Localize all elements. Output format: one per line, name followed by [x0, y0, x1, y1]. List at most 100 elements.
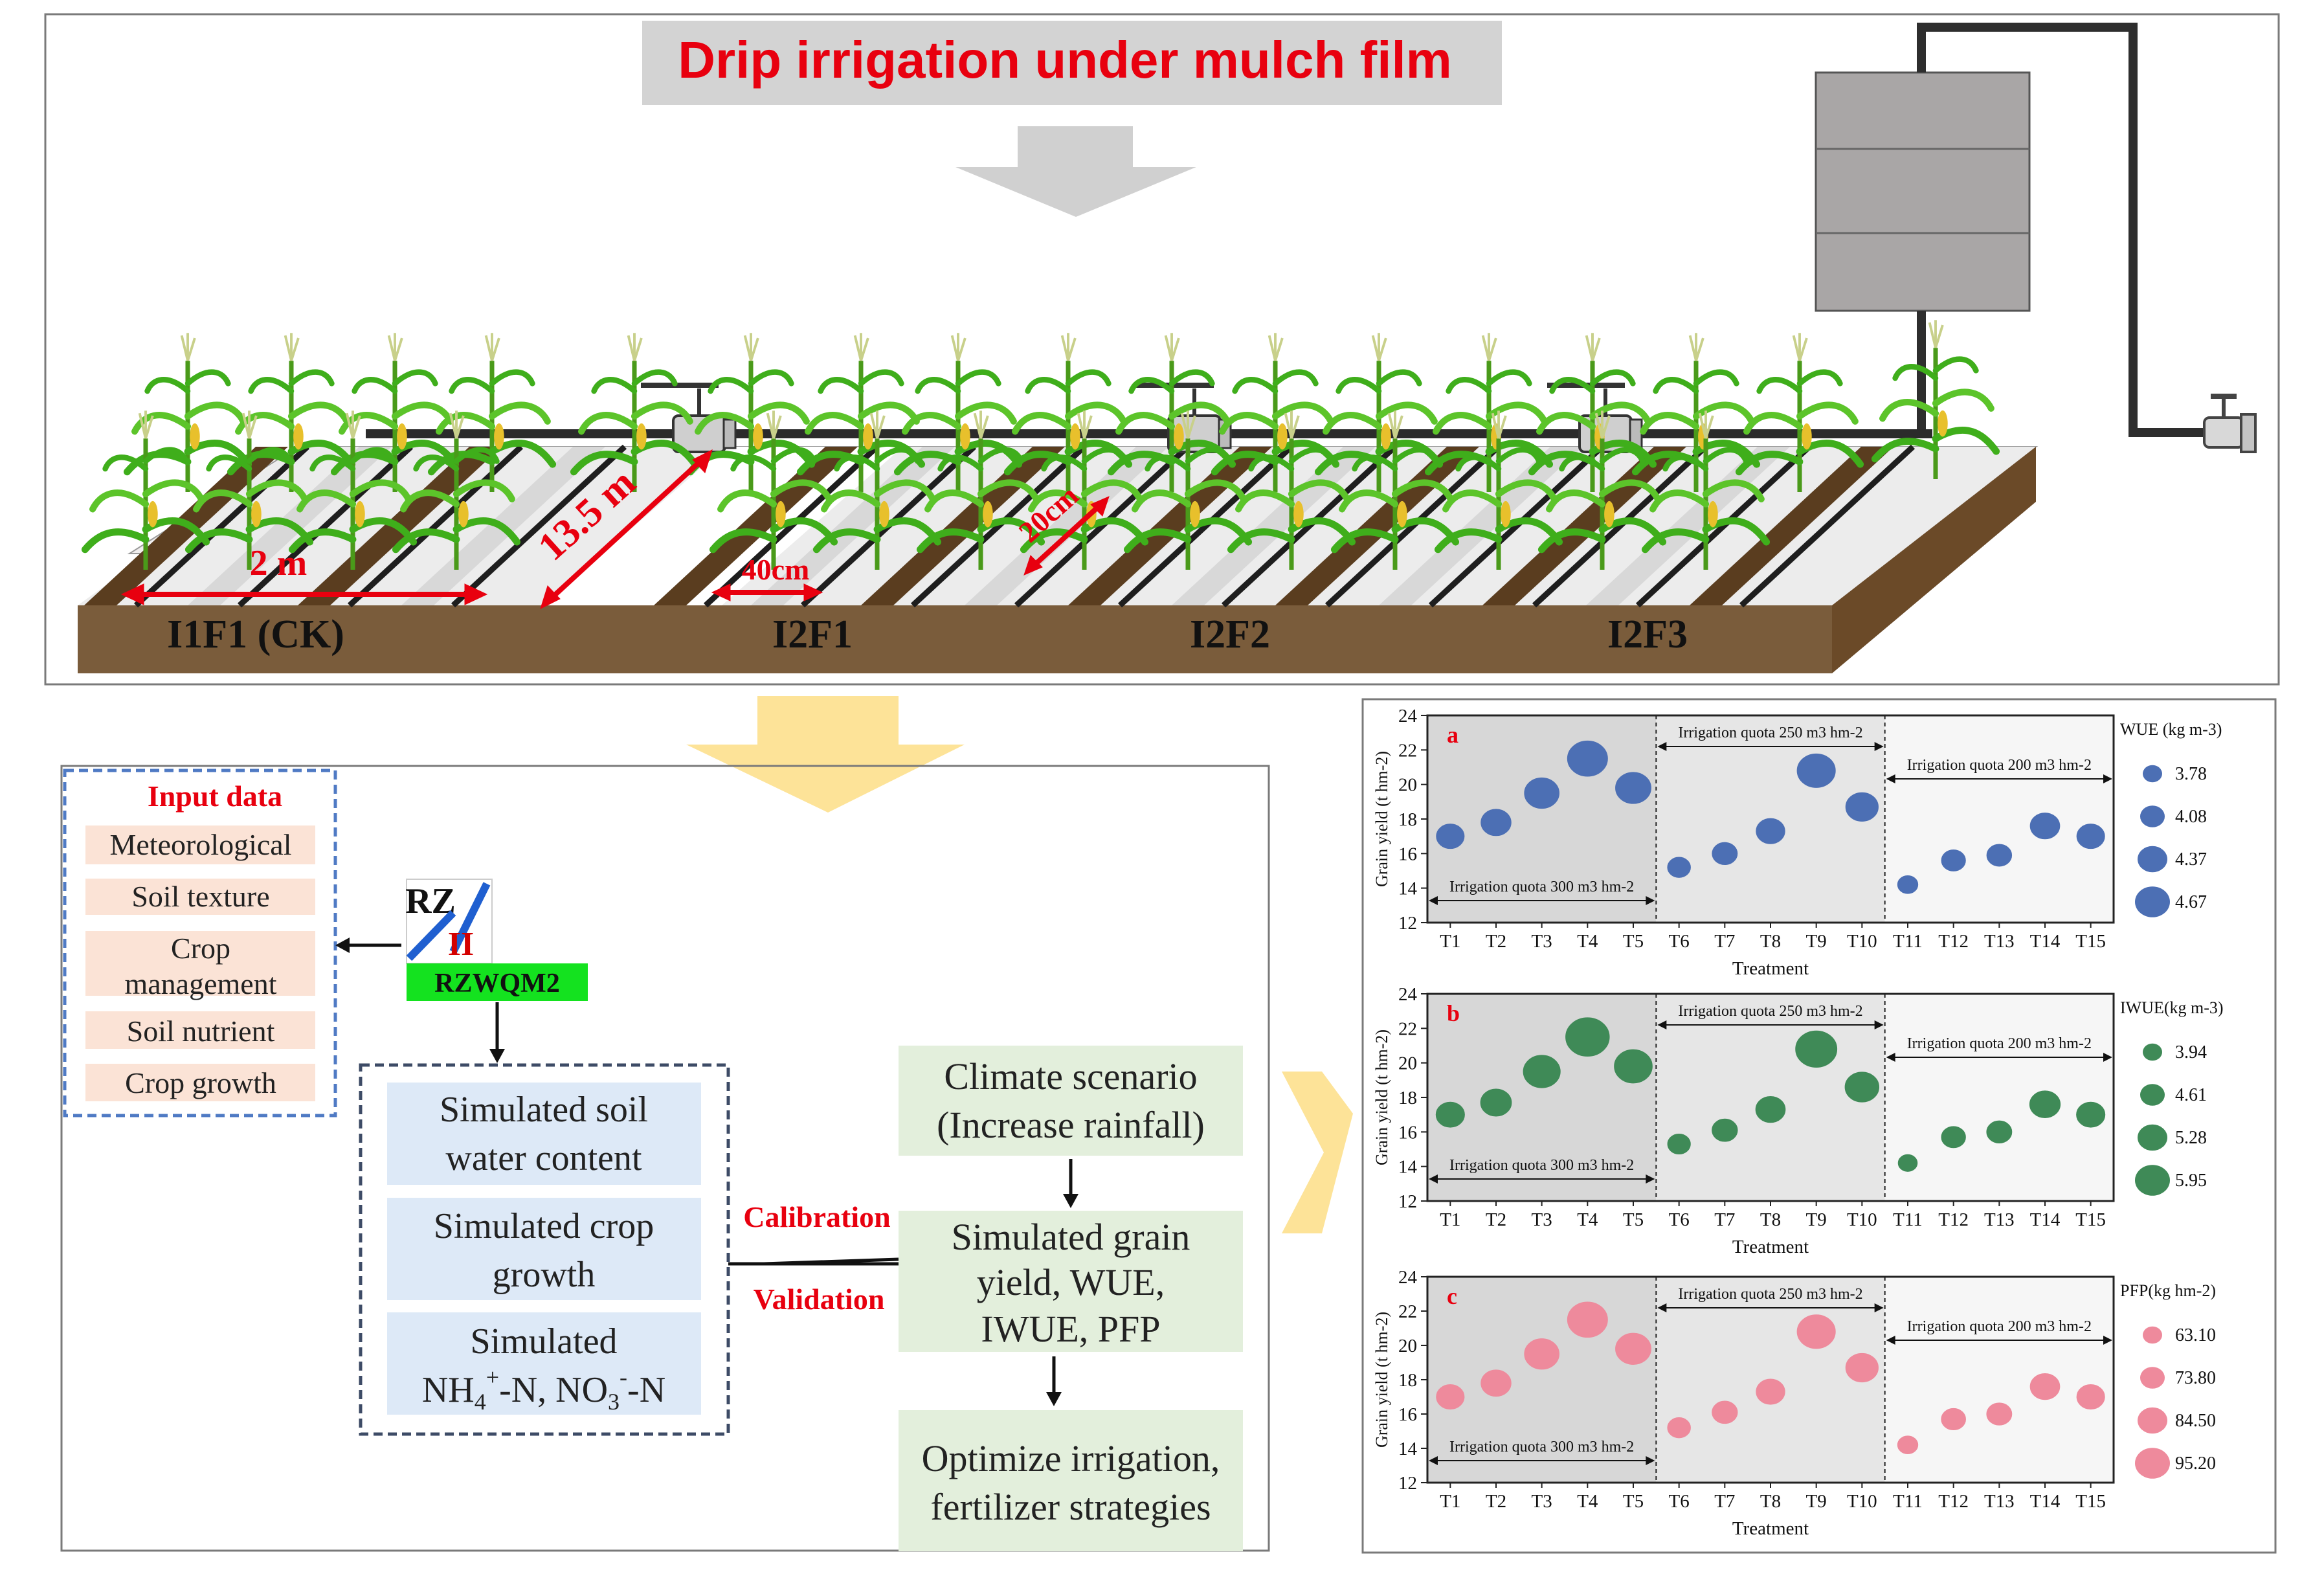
size-legend-marker	[2135, 1448, 2170, 1479]
mulch-furrow	[1379, 447, 1583, 605]
group-label: Irrigation quota 250 m3 hm-2	[1678, 1286, 1862, 1303]
data-point	[1845, 792, 1879, 822]
y-tick-label: 14	[1398, 1157, 1418, 1178]
group-span-arrow	[1646, 1456, 1655, 1465]
mulch-furrow	[1482, 447, 1686, 605]
y-tick-label: 20	[1398, 1053, 1417, 1074]
x-tick-label: T15	[2075, 1491, 2106, 1512]
x-tick-label: T1	[1440, 931, 1460, 952]
sim-crop-growth-line1: Simulated crop	[434, 1206, 654, 1246]
size-legend-marker	[2138, 1124, 2167, 1151]
size-legend-marker	[2135, 886, 2170, 917]
y-tick-label: 14	[1398, 879, 1418, 899]
sim-soil-water-line2: water content	[445, 1138, 642, 1178]
x-tick-label: T9	[1806, 1209, 1827, 1230]
data-point	[1436, 824, 1465, 849]
dim-2m: 2 m	[250, 543, 307, 583]
x-tick-label: T9	[1806, 1491, 1827, 1512]
calibration-label: Calibration	[743, 1200, 890, 1233]
group-label: Irrigation quota 200 m3 hm-2	[1907, 1318, 2092, 1335]
sim-nitrogen-line2: NH4+-N, NO3--N	[422, 1364, 665, 1415]
x-tick-label: T6	[1669, 1209, 1690, 1230]
drip-tape	[1221, 444, 1398, 608]
group-span-arrow	[2103, 774, 2112, 783]
data-point	[1897, 1154, 1918, 1172]
group-span-arrow	[1657, 1303, 1667, 1312]
x-tick-label: T6	[1669, 1491, 1690, 1512]
data-point	[1667, 857, 1691, 878]
optimize-box	[899, 1410, 1243, 1551]
main-title: Drip irrigation under mulch film	[678, 31, 1452, 89]
size-legend-marker	[2140, 805, 2165, 827]
y-tick-label: 22	[1398, 740, 1417, 761]
input-soil-texture	[85, 879, 315, 915]
data-point	[2029, 1090, 2061, 1118]
x-tick-label: T14	[2030, 1209, 2061, 1230]
input-soil-nutrient-label: Soil nutrient	[127, 1015, 275, 1048]
sim-soil-water-line1: Simulated soil	[440, 1090, 648, 1130]
data-point	[2029, 1373, 2061, 1400]
drip-tape	[1532, 444, 1708, 608]
mulch-furrow	[1586, 447, 1790, 605]
group-bg	[1884, 1277, 2114, 1483]
x-tick-label: T1	[1440, 1209, 1460, 1230]
group-span-arrow	[1657, 742, 1667, 751]
data-point	[1567, 740, 1608, 777]
size-legend-label: 73.80	[2175, 1368, 2216, 1388]
climate-line1: Climate scenario	[944, 1055, 1197, 1097]
dim-40cm: 40cm	[742, 553, 810, 586]
data-point	[1524, 777, 1559, 809]
drip-tape	[910, 444, 1087, 608]
x-tick-label: T14	[2030, 931, 2061, 952]
y-tick-label: 16	[1398, 1404, 1417, 1425]
drip-tape	[1635, 444, 1812, 608]
input-data-title: Input data	[148, 780, 282, 813]
rzwqm2-label: RZWQM2	[434, 969, 560, 998]
treatment-label-i2f3: I2F3	[1607, 612, 1688, 657]
data-point	[1796, 1314, 1836, 1349]
climate-line2: (Increase rainfall)	[937, 1104, 1205, 1146]
arrowhead-climate	[1063, 1194, 1078, 1208]
size-legend-label: 3.78	[2175, 764, 2207, 784]
size-legend-marker	[2143, 1326, 2162, 1344]
y-tick-label: 18	[1398, 1370, 1417, 1391]
x-tick-label: T10	[1847, 1209, 1877, 1230]
y-tick-label: 14	[1398, 1439, 1418, 1459]
y-tick-label: 16	[1398, 844, 1417, 864]
arrowhead-sim	[489, 1049, 505, 1063]
mulch-furrow	[1172, 447, 1376, 605]
optimize-line2: fertilizer strategies	[930, 1486, 1211, 1528]
y-tick-label: 24	[1398, 706, 1418, 726]
input-meteorological-label: Meteorological	[109, 828, 291, 861]
yield-line3: IWUE, PFP	[981, 1308, 1160, 1350]
data-point	[2029, 813, 2061, 840]
group-label: Irrigation quota 250 m3 hm-2	[1678, 724, 1862, 741]
group-span-arrow	[1874, 742, 1884, 751]
x-tick-label: T12	[1938, 1491, 1969, 1512]
sim-nitrogen	[387, 1312, 701, 1415]
size-legend-label: 84.50	[2175, 1411, 2216, 1431]
drip-tape	[1739, 444, 1916, 608]
x-tick-label: T10	[1847, 1491, 1877, 1512]
simulated-yield-box	[899, 1211, 1243, 1352]
panel-letter: b	[1447, 1000, 1460, 1026]
data-point	[1986, 1120, 2013, 1143]
x-tick-label: T2	[1486, 931, 1506, 952]
data-point	[1712, 1400, 1738, 1424]
data-point	[1480, 1369, 1512, 1397]
data-point	[1436, 1384, 1465, 1409]
size-legend-title: WUE (kg m-3)	[2120, 720, 2222, 739]
input-management-label: management	[124, 967, 276, 1000]
validation-label: Validation	[754, 1283, 885, 1316]
y-tick-label: 24	[1398, 1267, 1418, 1288]
x-tick-label: T8	[1760, 1491, 1781, 1512]
size-legend-label: 4.67	[2175, 892, 2207, 912]
drip-tape	[1428, 444, 1605, 608]
x-tick-label: T15	[2075, 1209, 2106, 1230]
y-tick-label: 12	[1398, 1191, 1417, 1212]
data-point	[1480, 809, 1512, 836]
input-crop-label: Crop	[171, 932, 230, 965]
data-point	[1897, 1435, 1919, 1455]
y-tick-label: 12	[1398, 1473, 1417, 1494]
